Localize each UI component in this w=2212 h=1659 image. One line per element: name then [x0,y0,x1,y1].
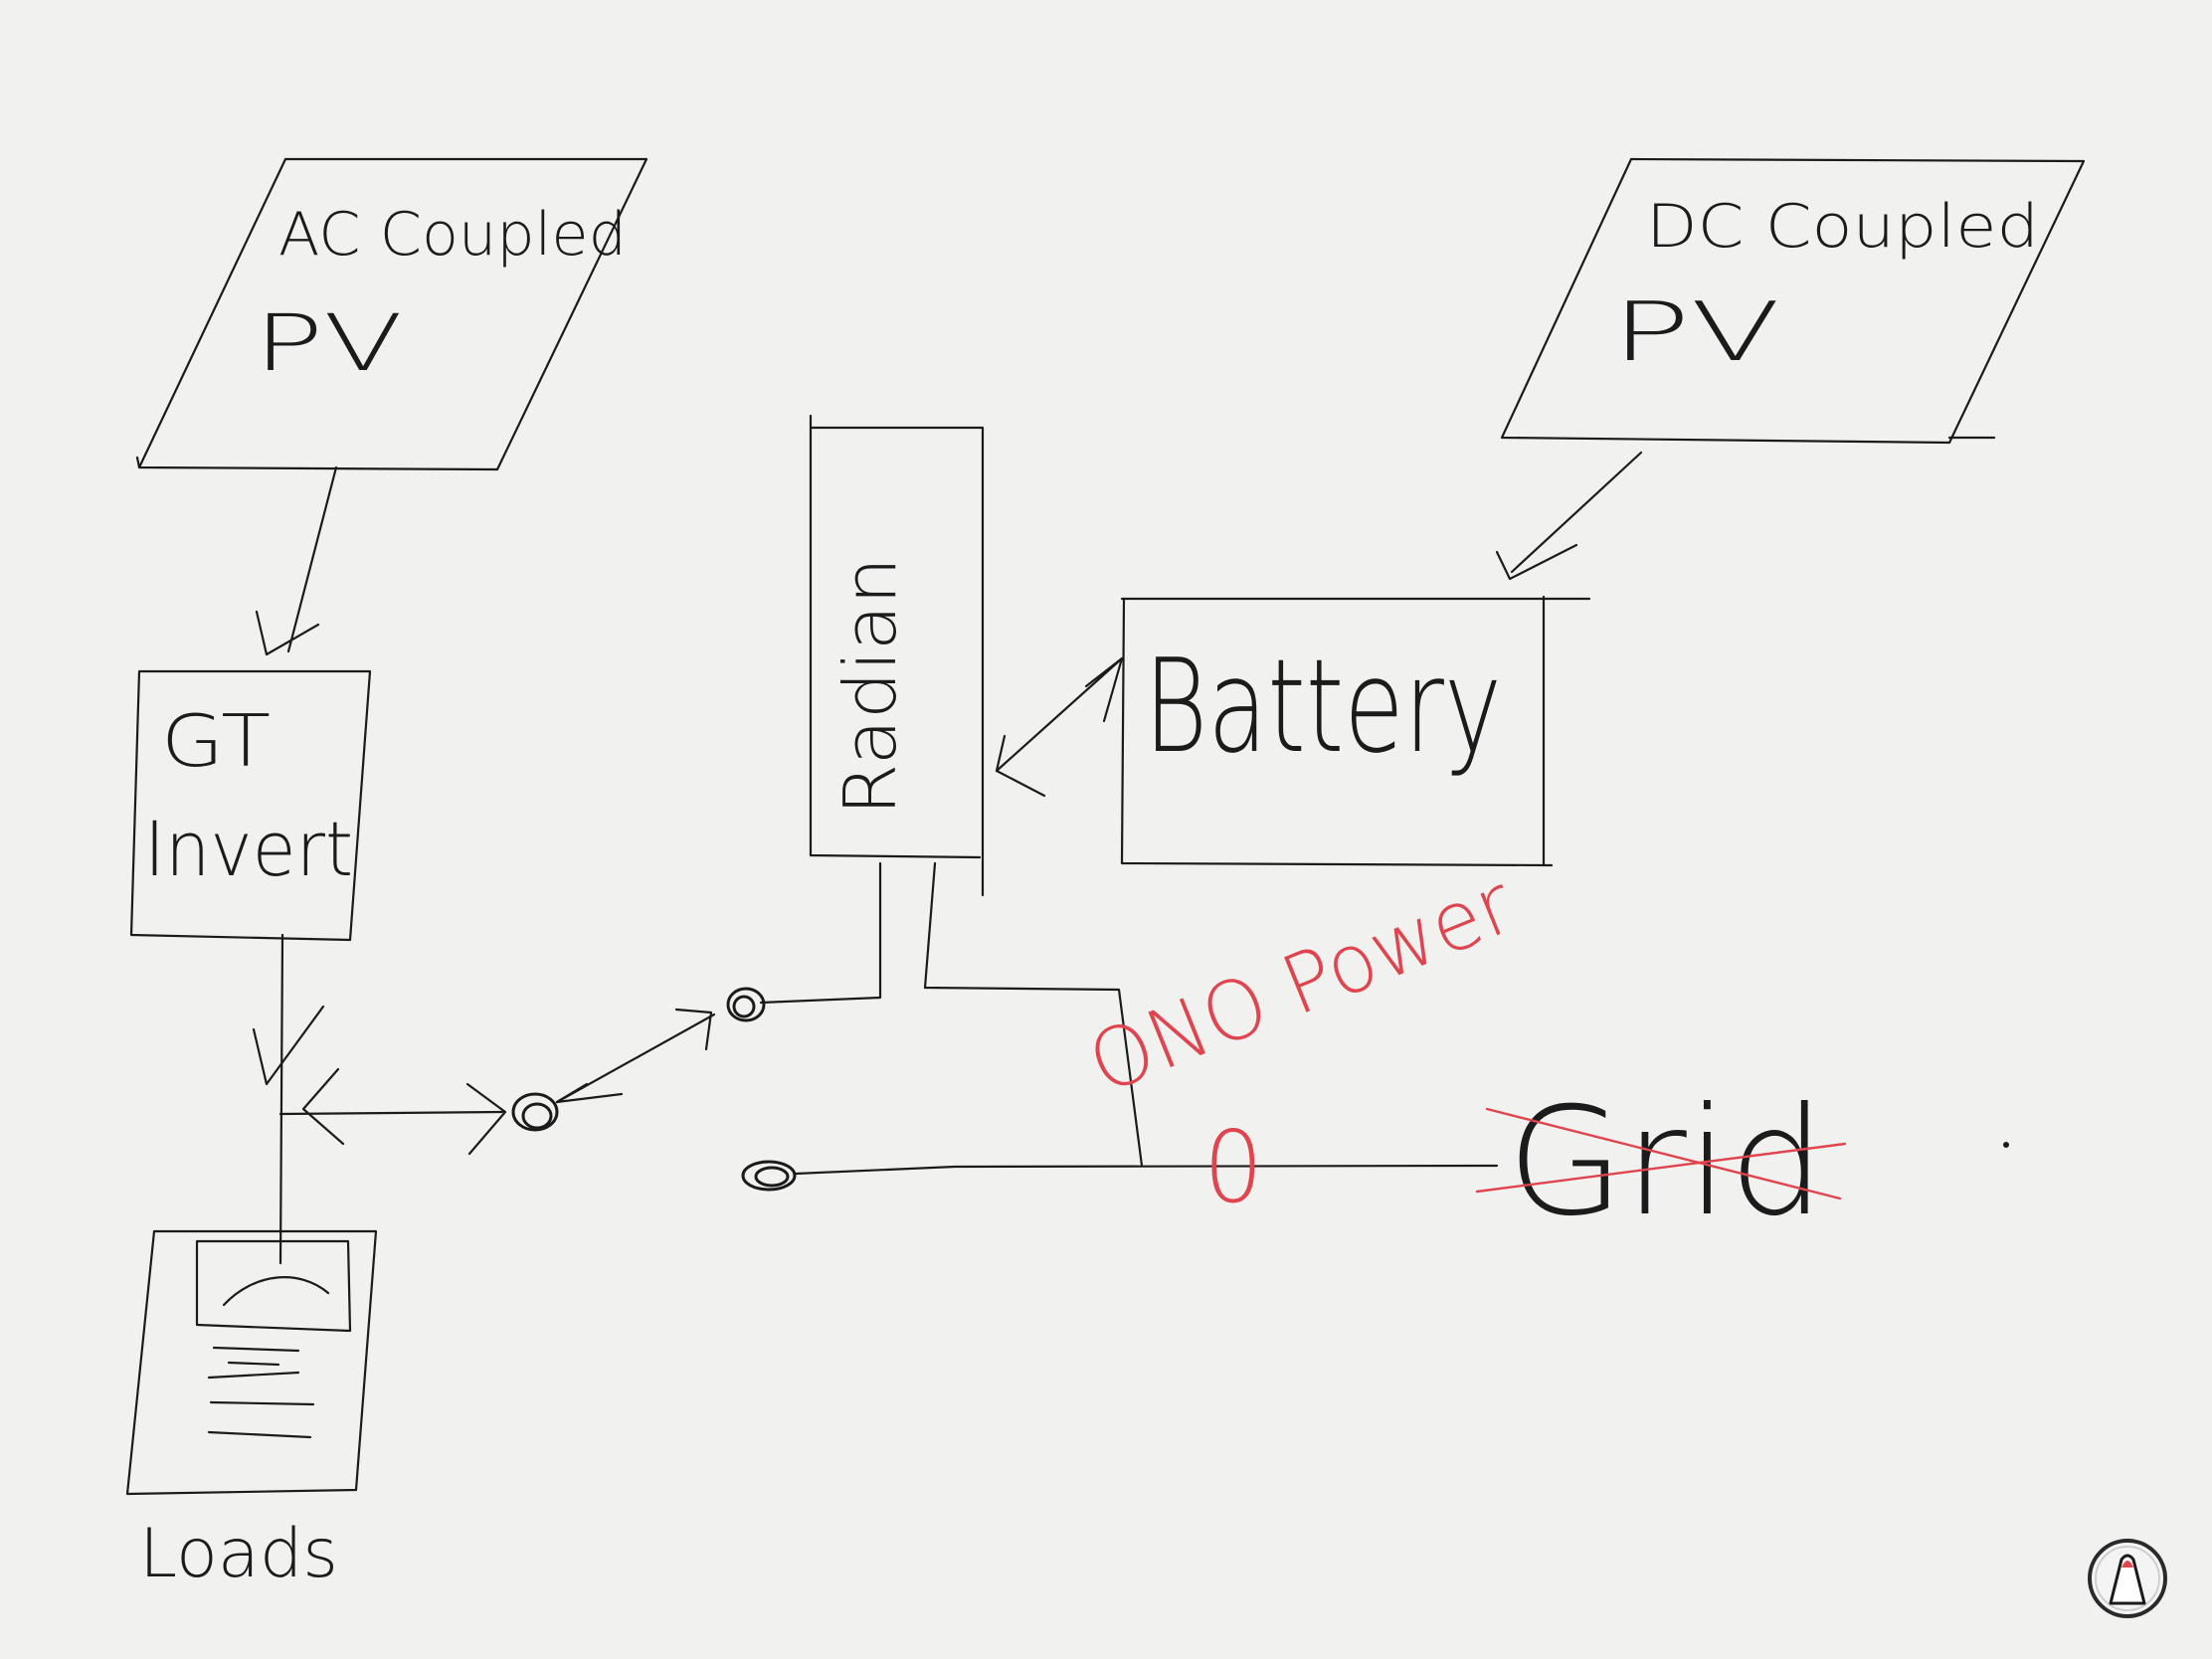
gt-inverter-box: GT Invert [129,669,372,942]
loads-label: Loads [139,1515,338,1593]
ac-coupled-pv-box: AC Coupled PV [135,157,648,471]
wire-terminals [511,987,797,1192]
ac-pv-label-line2: PV [254,299,403,389]
gt-inverter-label-line1: GT [161,699,271,783]
ono-power-label: ONO Power [1076,857,1527,1113]
arrow-battery-to-radian [995,656,1124,798]
arrow-dc-pv-to-battery [1495,451,1643,581]
wire-radian-to-grid [794,861,1499,1176]
dc-pv-label-line2: PV [1611,285,1780,380]
zero-label: 0 [1203,1109,1263,1225]
dc-pv-label-line1: DC Coupled [1646,192,2039,262]
battery-label: Battery [1144,631,1502,782]
pen-tool-icon [2088,1539,2167,1618]
dc-coupled-pv-box: DC Coupled PV [1500,157,2086,445]
grid-strike-2 [1475,1142,1847,1194]
radian-label: Radian [829,557,912,816]
stray-dot [2003,1142,2009,1148]
battery-box: Battery [1120,595,1591,867]
grid-strike-1 [1485,1107,1842,1200]
grid-crossed-out: Grid [1475,1076,1847,1249]
ac-pv-label-line1: AC Coupled [278,200,627,270]
pen-tool-button[interactable] [2087,1538,2168,1619]
wire-inverter-to-radian [555,861,882,1104]
gt-inverter-label-line2: Invert [144,805,353,893]
grid-label: Grid [1507,1076,1825,1249]
loads-panel: Loads [125,1229,378,1593]
arrow-ac-pv-to-inverter [255,465,338,656]
ono-power-annotation: ONO Power 0 [1076,857,1527,1225]
inverter-to-loads-line [252,933,507,1265]
radian-box: Radian [809,414,985,897]
